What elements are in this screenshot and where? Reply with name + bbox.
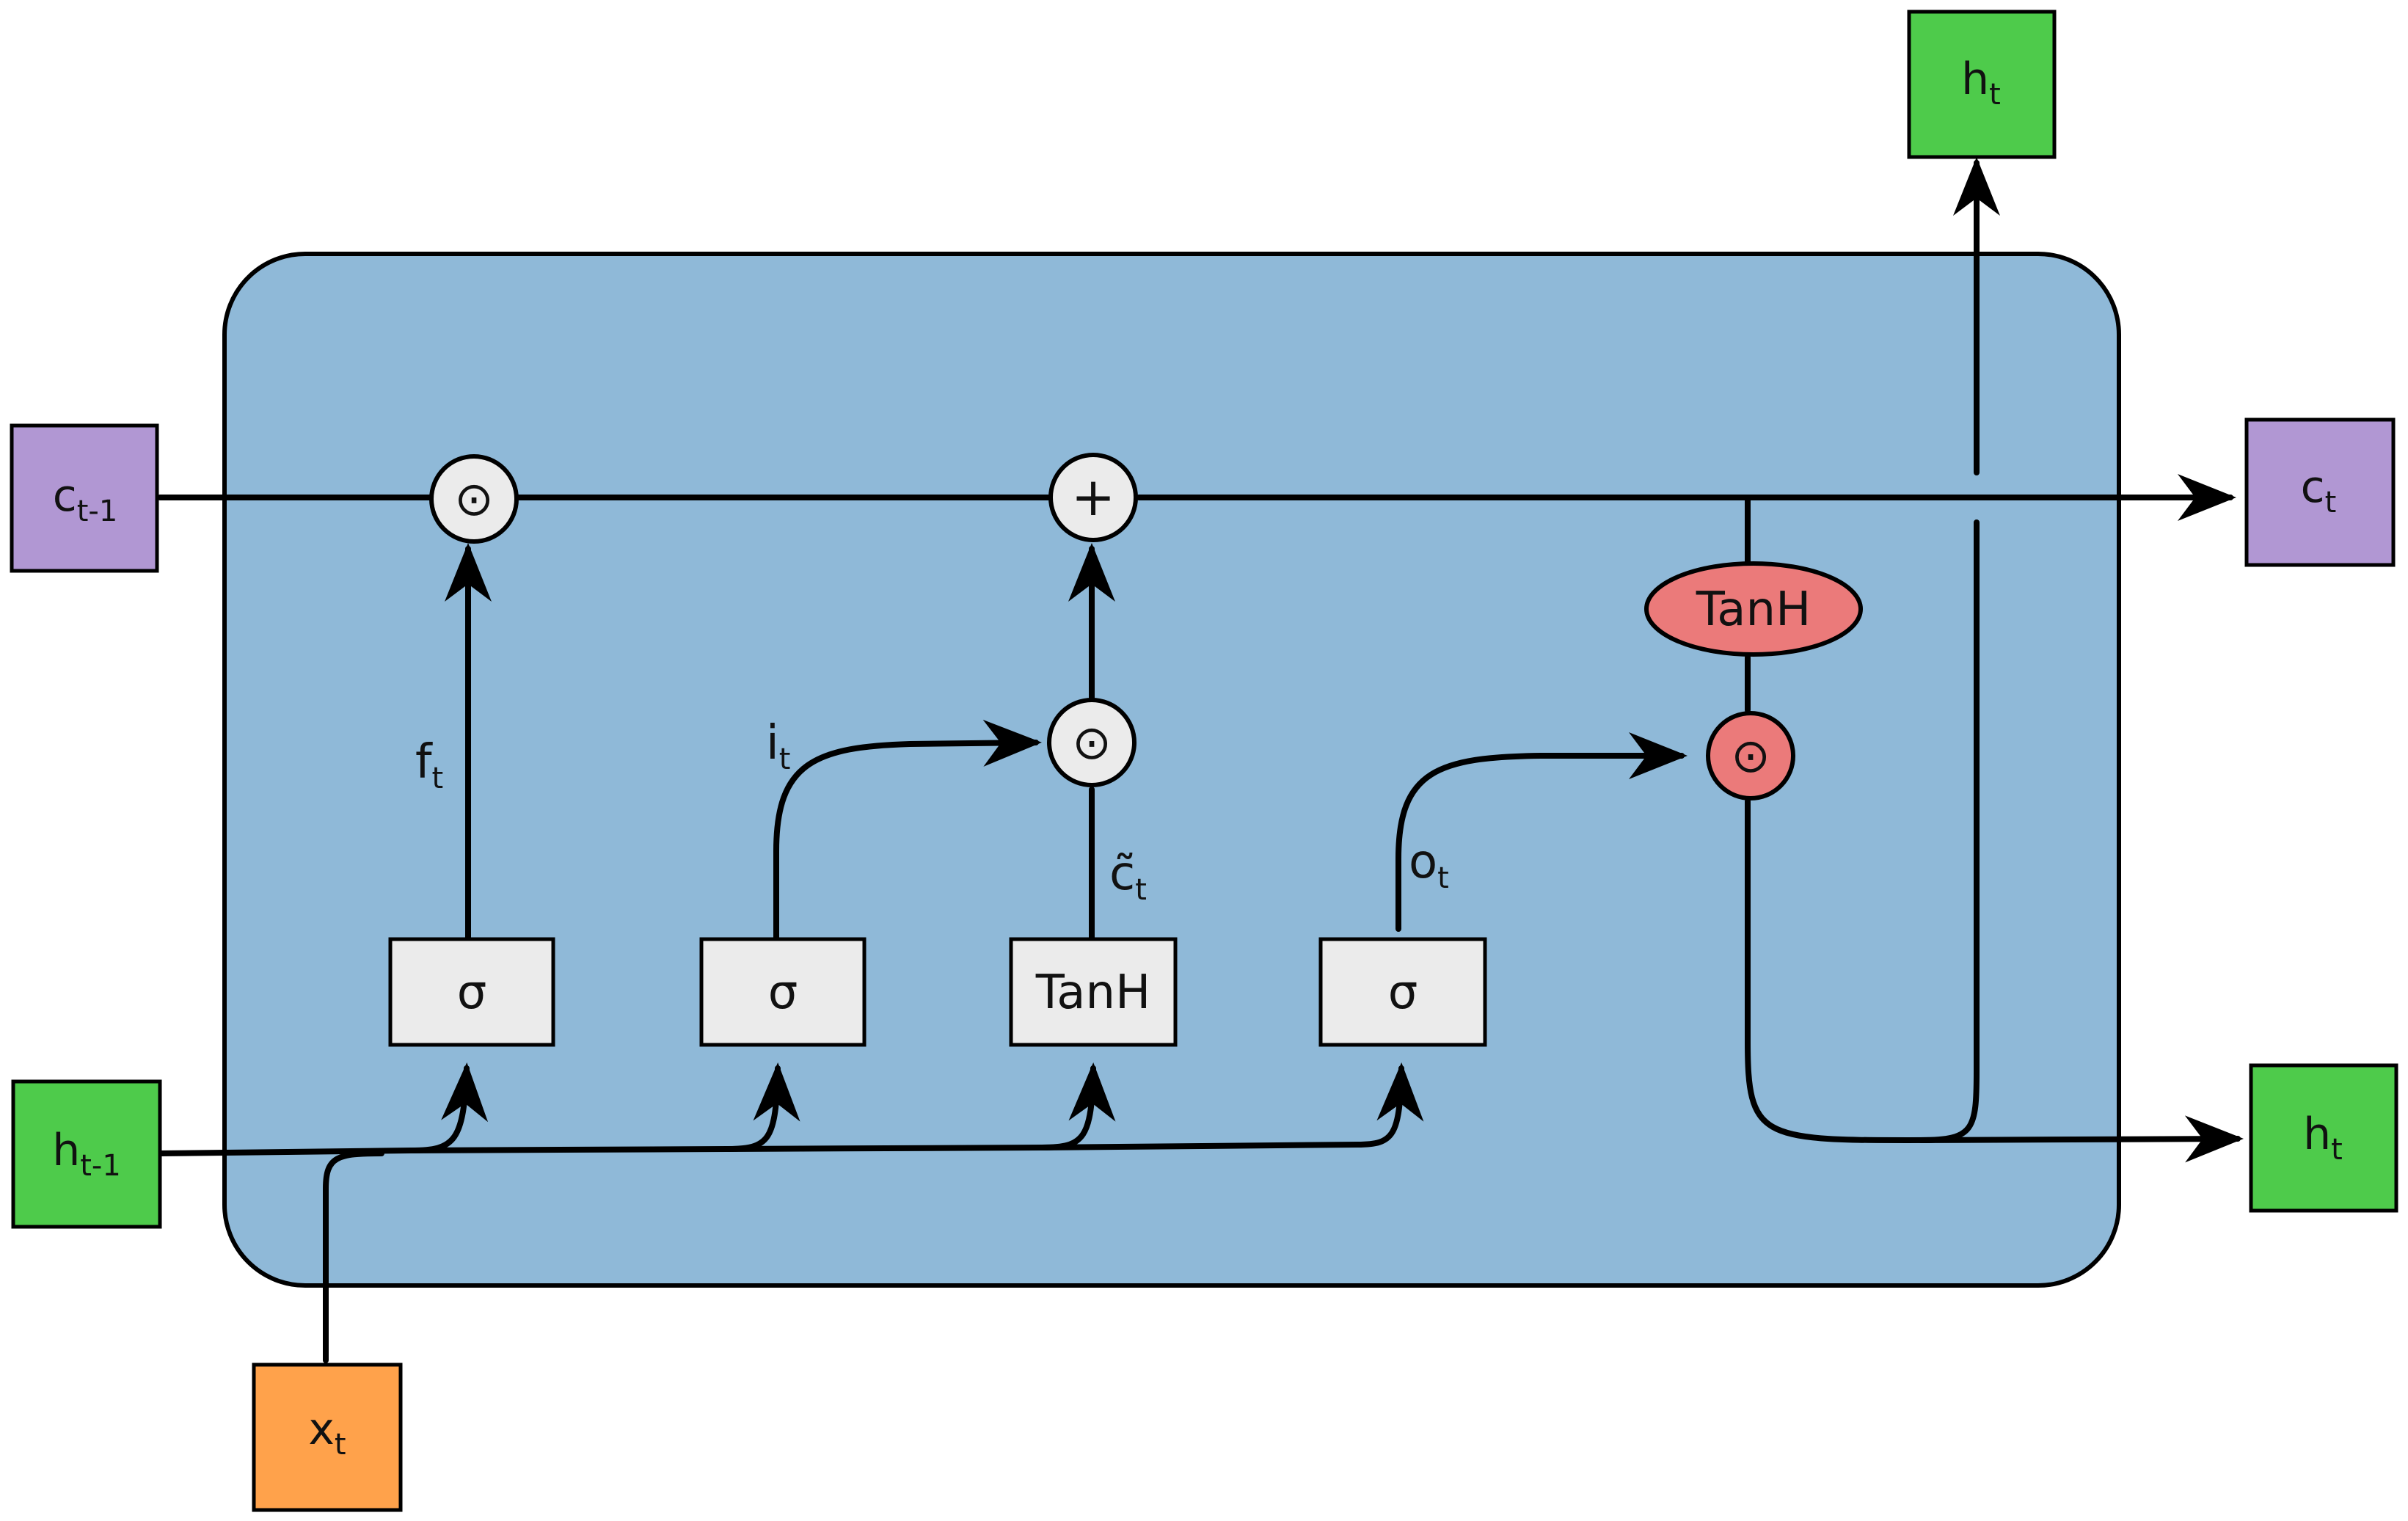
- h-out-sub: t: [2331, 1133, 2343, 1167]
- h-prev-main: h: [52, 1125, 80, 1176]
- h-out-main: h: [2303, 1109, 2331, 1160]
- output-gate-label: σ: [1388, 966, 1418, 1020]
- forget-gate-label: σ: [457, 966, 487, 1020]
- output-edge-label: ot: [1409, 835, 1449, 895]
- candidate-edge-label: c̃t: [1109, 847, 1147, 907]
- x-input-node: xt: [252, 1363, 403, 1512]
- input-label-main: i: [766, 716, 779, 770]
- input-gate: σ: [699, 937, 866, 1047]
- operators: ⊙ + ⊙ ⊙ TanH: [429, 453, 1863, 800]
- x-main: x: [308, 1404, 335, 1455]
- svg-text:ht: ht: [2303, 1109, 2343, 1167]
- forget-label-sub: t: [432, 762, 444, 795]
- output-label-sub: t: [1437, 861, 1449, 895]
- input-label-sub: t: [779, 743, 791, 776]
- external-nodes: ct-1 ht-1 xt ct ht: [10, 10, 2398, 1512]
- c-out-sub: t: [2325, 486, 2337, 519]
- svg-text:xt: xt: [308, 1404, 346, 1462]
- output-multiply-op: ⊙: [1706, 711, 1795, 800]
- h-prev-node: ht-1: [11, 1079, 162, 1229]
- candidate-gate-label: TanH: [1035, 966, 1150, 1020]
- input-edge: [773, 719, 1042, 941]
- c-prev-sub: t-1: [77, 495, 118, 528]
- h-prev-sub: t-1: [80, 1149, 121, 1183]
- forget-edge-label: ft: [415, 735, 443, 795]
- output-label-main: o: [1409, 835, 1437, 889]
- c-prev-node: ct-1: [10, 423, 159, 573]
- candidate-label-main: c̃: [1109, 847, 1135, 901]
- svg-text:ct-1: ct-1: [53, 470, 118, 528]
- input-gate-label: σ: [768, 966, 798, 1020]
- forget-gate: σ: [388, 937, 555, 1047]
- hidden-output-edge: [1745, 798, 2244, 1163]
- gates: σ σ TanH σ: [388, 937, 1487, 1047]
- connections: [157, 157, 2244, 1363]
- forget-multiply-symbol: ⊙: [454, 473, 494, 527]
- add-op: +: [1048, 453, 1138, 542]
- c-out-main: c: [2301, 462, 2325, 513]
- lstm-cell-body: [222, 252, 2121, 1288]
- input-edge-label: it: [766, 716, 790, 776]
- input-multiply-symbol: ⊙: [1072, 716, 1112, 770]
- output-multiply-symbol: ⊙: [1731, 729, 1770, 784]
- input-multiply-op: ⊙: [1047, 698, 1136, 787]
- h-up-main: h: [1961, 54, 1989, 105]
- candidate-gate: TanH: [1009, 937, 1178, 1047]
- tanh-output-op: TanH: [1644, 561, 1863, 657]
- h-up-node: ht: [1907, 10, 2057, 159]
- h-out-node: ht: [2249, 1063, 2398, 1213]
- h-bus-4: [1039, 1062, 1424, 1150]
- svg-text:ht-1: ht-1: [52, 1125, 121, 1183]
- edge-labels: ft it c̃t ot: [415, 716, 1449, 907]
- x-input-edge: [323, 1150, 384, 1363]
- x-sub: t: [335, 1428, 346, 1462]
- c-out-node: ct: [2244, 417, 2396, 567]
- svg-text:ct: ct: [2301, 462, 2337, 519]
- forget-multiply-op: ⊙: [429, 454, 519, 544]
- forget-label-main: f: [415, 735, 433, 789]
- c-prev-main: c: [53, 470, 77, 522]
- candidate-label-sub: t: [1135, 873, 1147, 907]
- output-edge: [1395, 732, 1688, 932]
- h-up-sub: t: [1989, 78, 2001, 112]
- svg-text:ht: ht: [1961, 54, 2001, 112]
- add-symbol: +: [1071, 466, 1115, 528]
- tanh-output-label: TanH: [1696, 583, 1811, 637]
- hidden-up-edge-lower: [1918, 519, 1980, 1143]
- output-gate: σ: [1318, 937, 1487, 1047]
